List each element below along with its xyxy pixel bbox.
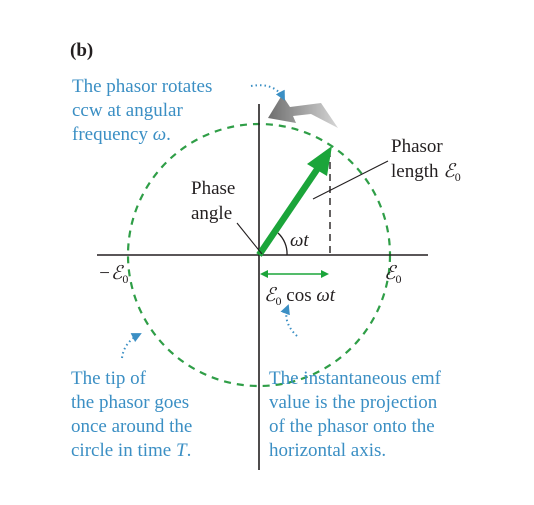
phasor-length-line-2: length ℰ0 (391, 161, 461, 184)
phasor-length-leader (312, 160, 389, 200)
tip-callout-line-4: circle in time T. (71, 440, 191, 461)
projection-callout-arrow-icon (280, 304, 298, 337)
tip-callout-line-2: the phasor goes (71, 392, 189, 413)
phasor-length-line-1: Phasor (391, 136, 443, 157)
phase-angle-label: Phase angle (191, 178, 235, 224)
projection-callout-line-4: horizontal axis. (269, 440, 386, 461)
tip-callout-line-3: once around the (71, 416, 192, 437)
positive-amplitude-label: ℰ0 (384, 263, 402, 286)
tip-callout: The tip of the phasor goes once around t… (71, 368, 192, 461)
phasor-length-label: Phasor length ℰ0 (391, 136, 461, 184)
projection-callout-line-1: The instantaneous emf (269, 368, 442, 389)
phasor-arrow (256, 146, 332, 257)
panel-label: (b) (70, 40, 93, 61)
projection-callout-line-3: of the phasor onto the (269, 416, 435, 437)
angle-arc (277, 232, 288, 256)
phase-angle-line-2: angle (191, 203, 232, 224)
tip-callout-line-1: The tip of (71, 368, 147, 389)
projection-callout: The instantaneous emf value is the proje… (269, 368, 442, 461)
rotation-arrow-icon (268, 95, 338, 128)
rotation-callout-line-2: ccw at angular (72, 100, 183, 121)
angle-label: ωt (290, 230, 309, 251)
rotation-callout-line-1: The phasor rotates (72, 76, 212, 97)
phase-angle-leader (236, 222, 263, 255)
tip-callout-arrow-icon (121, 333, 142, 359)
negative-amplitude-label: −ℰ0 (98, 263, 128, 286)
rotation-callout-arrow-icon (250, 84, 285, 101)
projection-callout-line-2: value is the projection (269, 392, 438, 413)
projection-label: ℰ0 cos ωt (264, 285, 336, 308)
rotation-callout-line-3: frequency ω. (72, 124, 171, 145)
phase-angle-line-1: Phase (191, 178, 235, 199)
rotation-callout: The phasor rotates ccw at angular freque… (72, 76, 212, 145)
